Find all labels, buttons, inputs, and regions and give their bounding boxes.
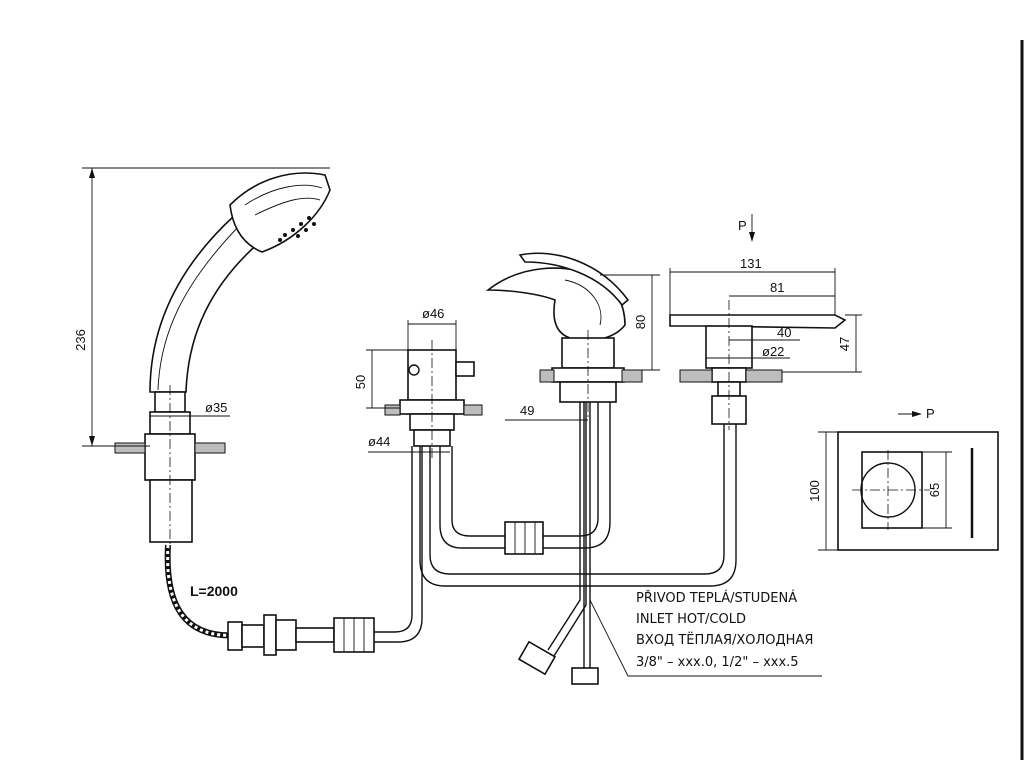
dim-spout-inner: 40 (729, 325, 800, 341)
dim-35-label: ø35 (205, 400, 227, 415)
connection-pipes (374, 402, 737, 685)
dim-diverter-height: 50 (353, 349, 408, 409)
plate-view (837, 431, 999, 551)
hose-length-label: L=2000 (190, 583, 238, 599)
dim-131-label: 131 (740, 256, 762, 271)
dim-44-label: ø44 (368, 434, 390, 449)
dim-mixer-height: 80 (600, 274, 660, 371)
flow-marker-side: P (898, 406, 935, 421)
dim-plate-height: 100 (807, 431, 838, 551)
flow-marker-top-label: P (738, 218, 747, 233)
dim-81-label: 81 (770, 280, 784, 295)
dim-shower-diameter: ø35 (150, 400, 230, 417)
inlet-note-line4: 3/8" – xxx.0, 1/2" – xxx.5 (636, 655, 799, 670)
inlet-note: PŘIVOD TEPLÁ/STUDENÁ INLET HOT/COLD ВХОД… (636, 590, 813, 670)
flow-marker-top: P (738, 214, 755, 242)
dim-spout-diameter: ø22 (706, 344, 790, 359)
dim-shower-height: 236 (73, 167, 330, 447)
dim-80-label: 80 (633, 315, 648, 329)
lever-mixer (485, 252, 643, 420)
dim-diverter-top: ø46 (407, 306, 457, 350)
dim-49-label: 49 (520, 403, 534, 418)
spout (669, 300, 847, 430)
dim-50-label: 50 (353, 375, 368, 389)
dim-spout-outer: 81 (729, 280, 835, 297)
dim-spout-height: 47 (782, 314, 862, 373)
inlet-note-line2: INLET HOT/COLD (636, 612, 746, 627)
dim-diverter-bottom: ø44 (368, 434, 450, 453)
dim-plate-inner: 65 (922, 451, 952, 529)
dim-236-label: 236 (73, 329, 88, 351)
inlet-note-leader (589, 599, 822, 677)
flow-marker-side-label: P (926, 406, 935, 421)
inlet-note-line3: ВХОД ТЁПЛАЯ/ХОЛОДНАЯ (636, 632, 813, 648)
dim-65-label: 65 (927, 483, 942, 497)
hand-shower (114, 172, 375, 656)
dim-100-label: 100 (807, 480, 822, 502)
dim-46-label: ø46 (422, 306, 444, 321)
dim-47-label: 47 (837, 337, 852, 351)
dim-mixer-offset: 49 (505, 403, 588, 421)
dim-spout-total: 131 (669, 256, 836, 315)
diverter (384, 340, 483, 460)
dim-40-label: 40 (777, 325, 791, 340)
inlet-note-line1: PŘIVOD TEPLÁ/STUDENÁ (636, 590, 797, 606)
dim-22-label: ø22 (762, 344, 784, 359)
shower-nozzles (278, 216, 316, 242)
